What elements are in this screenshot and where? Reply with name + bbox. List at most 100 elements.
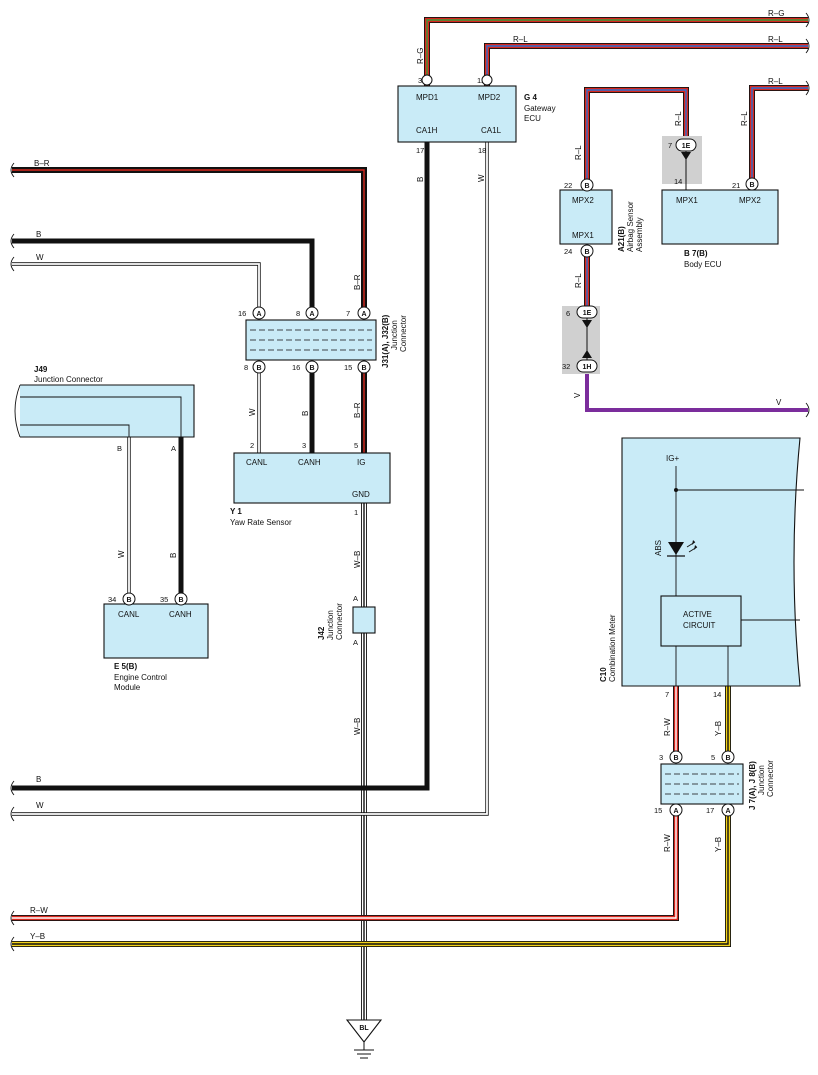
svg-text:B: B <box>36 230 41 239</box>
meter-pin-14: 14 <box>713 690 721 699</box>
j31-name2: Connector <box>399 315 408 352</box>
svg-text:W–B: W–B <box>353 551 362 568</box>
svg-text:B: B <box>126 597 131 604</box>
airbag-pin-24: 24 <box>564 247 572 256</box>
gateway-name1: Gateway <box>524 104 556 113</box>
svg-text:R–G: R–G <box>416 48 425 64</box>
wire-w-j31-core <box>12 263 260 307</box>
j7-pin-17: 17 <box>706 806 714 815</box>
j49-break <box>14 384 21 438</box>
svg-text:R–W: R–W <box>663 718 672 736</box>
ecm-name1: Engine Control <box>114 673 167 682</box>
j31-name1: Junction <box>390 320 399 350</box>
ecm-name2: Module <box>114 683 141 692</box>
svg-text:B: B <box>749 182 754 189</box>
ecm-code: E 5(B) <box>114 662 137 671</box>
j31-pin-7a: 7 <box>346 309 350 318</box>
ecm-canh: CANH <box>169 610 192 619</box>
airbag-name2: Assembly <box>635 217 644 252</box>
body-pin-7: 7 <box>668 141 672 150</box>
gateway-code: G 4 <box>524 93 537 102</box>
svg-text:Y–B: Y–B <box>714 721 723 736</box>
svg-text:R–L: R–L <box>574 145 583 160</box>
j49-internal-a <box>20 396 182 437</box>
inline-connectors: 1E 1E 1H <box>576 138 697 373</box>
body-pin-21: 21 <box>732 181 740 190</box>
wire-w-ca1l-core <box>12 142 488 815</box>
yaw-code: Y 1 <box>230 507 242 516</box>
yaw-pin-5: 5 <box>354 441 358 450</box>
j7-pin-15: 15 <box>654 806 662 815</box>
conn-1h-pin-32: 32 <box>562 362 570 371</box>
body-ecu-box <box>661 189 779 245</box>
gateway-pin-18: 18 <box>478 146 486 155</box>
meter-pin-7: 7 <box>665 690 669 699</box>
j31-pin-16b: 16 <box>292 363 300 372</box>
svg-text:R–L: R–L <box>574 273 583 288</box>
svg-text:Y–B: Y–B <box>30 932 45 941</box>
j42-pin-a-bottom: A <box>353 638 358 647</box>
wire-w-j31 <box>12 262 261 307</box>
svg-text:R–W: R–W <box>30 906 48 915</box>
wire-b-j31 <box>12 238 315 307</box>
meter-junction-dot <box>674 488 678 492</box>
j31-pin-16a: 16 <box>238 309 246 318</box>
wire-r-w-bottom-stripe <box>12 815 677 919</box>
svg-text:B–R: B–R <box>353 402 362 418</box>
svg-text:B: B <box>416 177 425 182</box>
wire-r-l-gateway <box>484 43 808 86</box>
yaw-canh: CANH <box>298 458 321 467</box>
svg-text:A: A <box>256 311 261 318</box>
ecm-canl: CANL <box>118 610 140 619</box>
svg-text:B: B <box>673 755 678 762</box>
body-pin-14: 14 <box>674 177 682 186</box>
wire-b-r-long-stripe <box>12 169 365 307</box>
gateway-mpd2: MPD2 <box>478 93 501 102</box>
j31-code: J31(A), J32(B) <box>381 314 390 368</box>
wire-y-b-bottom-base <box>12 815 731 947</box>
yaw-rate-sensor-box <box>233 452 391 504</box>
meter-code: C10 <box>599 667 608 682</box>
yaw-pin-2: 2 <box>250 441 254 450</box>
svg-text:B: B <box>309 365 314 372</box>
airbag-code: A21(B) <box>617 226 626 252</box>
svg-text:W: W <box>117 550 126 558</box>
body-name: Body ECU <box>684 260 722 269</box>
body-mpx1: MPX1 <box>676 196 698 205</box>
gateway-ca1l: CA1L <box>481 126 502 135</box>
j42-name2: Connector <box>335 603 344 640</box>
j7-dashes <box>665 773 739 795</box>
body-code: B 7(B) <box>684 249 708 258</box>
wire-y-b-bottom <box>12 815 731 947</box>
svg-text:A: A <box>673 808 678 815</box>
svg-text:1E: 1E <box>682 143 691 150</box>
svg-text:A: A <box>361 311 366 318</box>
ecm-pin-34: 34 <box>108 595 116 604</box>
j31-pin-8b: 8 <box>244 363 248 372</box>
airbag-pin-22: 22 <box>564 181 572 190</box>
svg-text:B: B <box>584 249 589 256</box>
wire-r-l-airbag-loop-stripe <box>586 89 687 180</box>
svg-text:1E: 1E <box>583 310 592 317</box>
conn-1e-pin-6: 6 <box>566 309 570 318</box>
wire-r-w-bottom-base <box>12 815 679 921</box>
j31-dashes <box>250 329 372 351</box>
svg-text:Y–B: Y–B <box>714 837 723 852</box>
wire-r-w-bottom <box>12 815 679 921</box>
ecm-pin-35: 35 <box>160 595 168 604</box>
svg-text:B: B <box>256 365 261 372</box>
meter-igp: IG+ <box>666 454 679 463</box>
svg-text:W–B: W–B <box>353 718 362 735</box>
active-circuit-line2: CIRCUIT <box>683 621 716 630</box>
wire-r-l-gateway-stripe <box>486 45 808 86</box>
wire-r-l-body-mpx2 <box>749 85 808 180</box>
svg-text:R–L: R–L <box>740 111 749 126</box>
svg-text:B: B <box>301 411 310 416</box>
wire-y-b-bottom-stripe <box>12 815 729 945</box>
svg-text:W: W <box>36 801 44 810</box>
svg-text:B: B <box>169 553 178 558</box>
j31-pin-8a: 8 <box>296 309 300 318</box>
yaw-pin-3: 3 <box>302 441 306 450</box>
gateway-pin-3: 3 <box>418 76 422 85</box>
